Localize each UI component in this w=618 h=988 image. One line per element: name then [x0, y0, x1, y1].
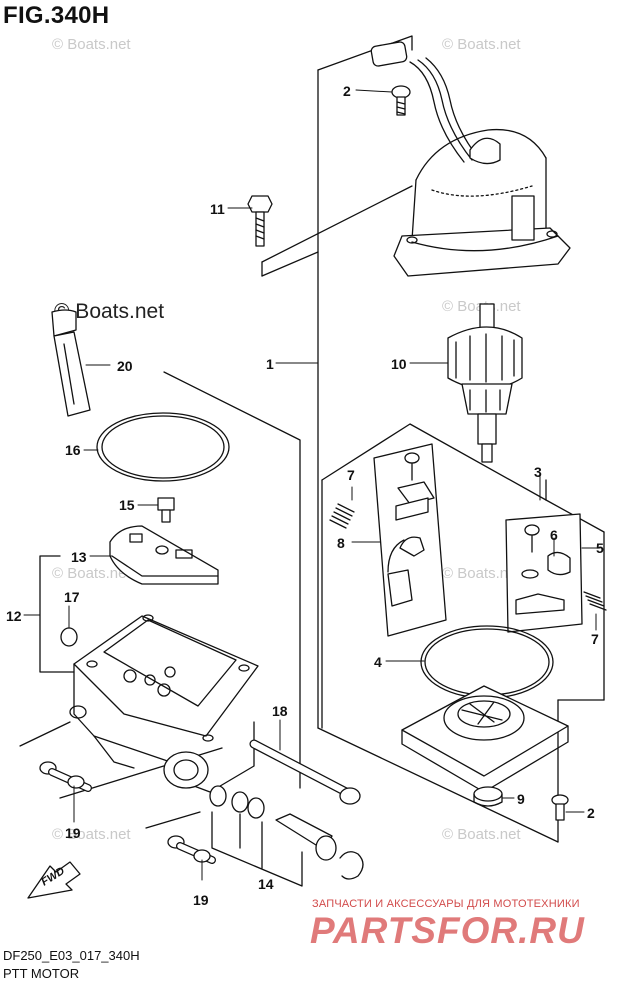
- pump-body: [69, 614, 259, 793]
- callout-17: 17: [64, 589, 80, 605]
- diagram-code: DF250_E03_017_340H: [3, 948, 140, 963]
- callout-8: 8: [337, 535, 345, 551]
- callout-19: 19: [65, 825, 81, 841]
- callout-7: 7: [591, 631, 599, 647]
- bolt-19-right: [167, 835, 216, 864]
- plate-13: [109, 525, 219, 585]
- watermark-large: © Boats.net: [54, 300, 165, 323]
- bracket-12: [39, 555, 75, 673]
- watermark: © Boats.net: [52, 565, 131, 582]
- bolt-11: [247, 195, 273, 247]
- o-ring-17: [60, 627, 78, 647]
- callout-9: 9: [517, 791, 525, 807]
- callout-4: 4: [374, 654, 382, 670]
- figure-title: FIG.340H: [3, 2, 110, 29]
- callout-7: 7: [347, 467, 355, 483]
- filter-cap-15: [157, 497, 175, 523]
- spring-7-left: [329, 503, 355, 529]
- watermark: © Boats.net: [52, 826, 131, 843]
- callout-1: 1: [266, 356, 274, 372]
- partsfor-tagline: ЗАПЧАСТИ И АКСЕССУАРЫ ДЛЯ МОТОТЕХНИКИ: [312, 898, 580, 910]
- callout-2: 2: [343, 83, 351, 99]
- diagram-title: PTT MOTOR: [3, 966, 80, 981]
- partsfor-logo: PARTSFOR.RU: [310, 910, 585, 951]
- watermark: © Boats.net: [442, 36, 521, 53]
- callout-14: 14: [258, 876, 274, 892]
- watermark: © Boats.net: [52, 36, 131, 53]
- callout-11: 11: [210, 201, 225, 217]
- leader-lines: [23, 89, 601, 881]
- motor-housing: [370, 41, 571, 277]
- callout-15: 15: [119, 497, 135, 513]
- callout-2: 2: [587, 805, 595, 821]
- watermark: © Boats.net: [442, 826, 521, 843]
- callout-20: 20: [117, 358, 133, 374]
- screw-2-bottom: [551, 794, 569, 821]
- callout-19: 19: [193, 892, 209, 908]
- brush-assembly-8: [373, 443, 447, 637]
- callout-6: 6: [550, 527, 558, 543]
- strap-20: [51, 309, 91, 417]
- callout-13: 13: [71, 549, 87, 565]
- o-ring-16: [96, 412, 230, 482]
- callout-16: 16: [65, 442, 81, 458]
- fwd-arrow: FWD: [27, 861, 81, 899]
- armature-10: [447, 303, 523, 463]
- valve-group-14: [209, 785, 364, 887]
- bolt-19-left: [39, 761, 92, 792]
- screw-2-top: [391, 85, 411, 116]
- brush-holder-bracket-3: [321, 423, 605, 729]
- callout-18: 18: [272, 703, 288, 719]
- callout-12: 12: [6, 608, 22, 624]
- callout-10: 10: [391, 356, 407, 372]
- callout-3: 3: [534, 464, 542, 480]
- end-cap: [401, 685, 569, 793]
- spring-7-right: [583, 591, 607, 611]
- washer-9: [473, 786, 503, 807]
- callout-5: 5: [596, 540, 604, 556]
- brush-plate-5: [505, 513, 583, 633]
- assembly-bracket-left: [19, 371, 301, 829]
- watermark: © Boats.net: [442, 565, 521, 582]
- bolt-18: [249, 739, 361, 805]
